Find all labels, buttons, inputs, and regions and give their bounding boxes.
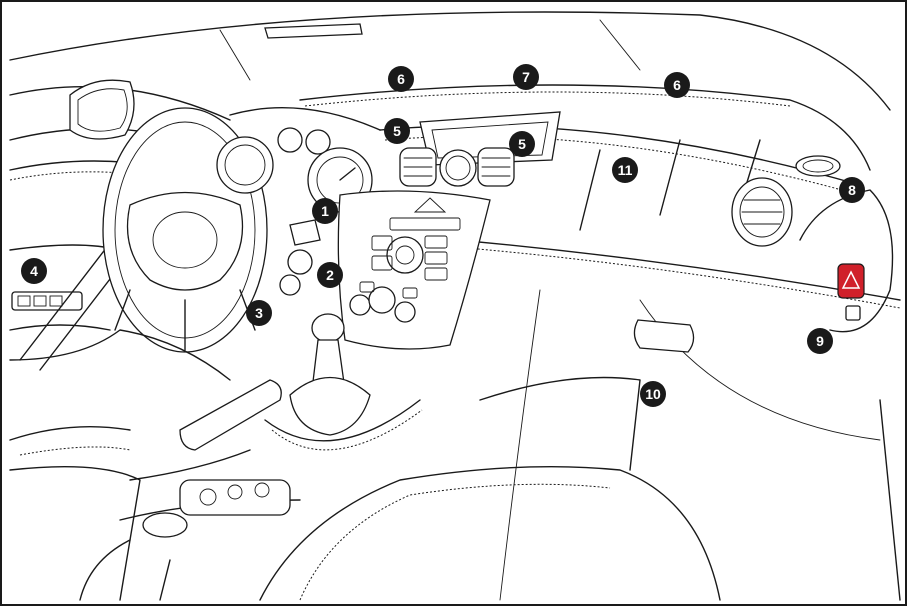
callout-5-right: 5 [509,131,535,157]
callout-10: 10 [640,381,666,407]
callout-4: 4 [21,258,47,284]
right-air-vent [731,177,793,247]
gear-lever [264,313,423,451]
right-side-panel [799,189,901,601]
callout-2: 2 [317,262,343,288]
dashboard [379,125,901,601]
callout-1: 1 [312,198,338,224]
center-console [337,190,491,350]
hazard-warning-button [837,263,865,299]
callout-6-left: 6 [388,66,414,92]
callout-9: 9 [807,328,833,354]
callout-8: 8 [839,177,865,203]
callout-3: 3 [246,300,272,326]
steering-column-controls [279,219,321,296]
callout-6-right: 6 [664,72,690,98]
callout-7: 7 [513,64,539,90]
dash-speaker [795,155,841,177]
rear-console-buttons [119,479,301,538]
windshield [9,11,891,171]
handbrake [129,379,282,481]
callout-5-left: 5 [384,118,410,144]
glove-box [633,319,695,353]
center-vents [399,147,515,187]
callout-11: 11 [612,157,638,183]
front-seats [9,329,721,601]
